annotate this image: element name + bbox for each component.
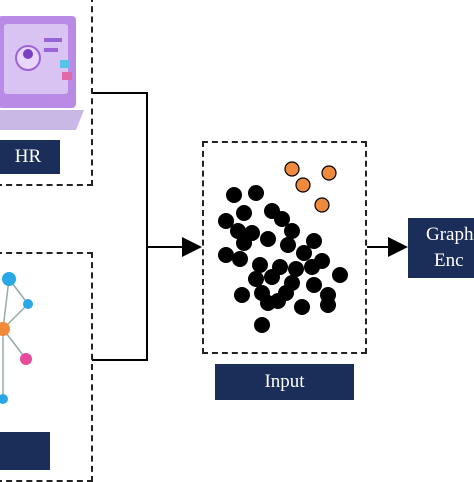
black-dot	[234, 287, 250, 303]
orange-dot	[314, 197, 330, 213]
black-dot	[306, 233, 322, 249]
black-dot	[218, 247, 234, 263]
laptop-illustration	[0, 16, 84, 130]
black-dot	[248, 271, 264, 287]
black-dot	[232, 251, 248, 267]
black-dot	[332, 267, 348, 283]
encoder-label-line1: Graph	[426, 224, 474, 245]
black-dot	[304, 259, 320, 275]
graph-node-orange	[0, 322, 10, 336]
black-dot	[288, 261, 304, 277]
black-dot	[306, 277, 322, 293]
black-dot	[320, 297, 336, 313]
input-panel	[202, 141, 367, 354]
black-dot	[230, 223, 246, 239]
black-dot	[280, 237, 296, 253]
orange-dot	[295, 177, 311, 193]
ehr-panel: HR	[0, 0, 93, 186]
connector-bottom	[92, 247, 148, 361]
text-line-icon	[44, 48, 58, 52]
black-dot	[274, 211, 290, 227]
card-icon	[62, 72, 72, 80]
text-line-icon	[44, 38, 62, 42]
graph-node-blue	[23, 299, 33, 309]
graph-edge	[2, 278, 10, 330]
graph-illustration	[0, 272, 33, 404]
black-dot	[270, 293, 286, 309]
black-dot	[296, 245, 312, 261]
encoder-label: Graph Enc	[408, 218, 474, 278]
ehr-label: HR	[0, 140, 60, 174]
black-dot	[264, 269, 280, 285]
black-dot	[236, 205, 252, 221]
input-label: Input	[215, 364, 354, 400]
black-dot	[284, 223, 300, 239]
input-label-text: Input	[264, 371, 305, 392]
graph-panel	[0, 252, 93, 482]
laptop-base	[0, 110, 84, 130]
black-dot	[236, 235, 252, 251]
black-dot	[252, 257, 268, 273]
orange-dot	[321, 165, 337, 181]
card-icon	[60, 60, 70, 68]
encoder-label-line2: Enc	[434, 250, 464, 271]
ehr-label-text: HR	[14, 146, 42, 167]
connector-top	[92, 92, 148, 247]
black-dot	[260, 231, 276, 247]
graph-node-blue	[2, 272, 16, 286]
input-scatter	[218, 161, 348, 333]
black-dot	[226, 187, 242, 203]
black-dot	[248, 185, 264, 201]
graph-label	[0, 432, 50, 470]
black-dot	[294, 299, 310, 315]
black-dot	[218, 213, 234, 229]
graph-node-pink	[20, 353, 32, 365]
orange-dot	[284, 161, 300, 177]
black-dot	[254, 317, 270, 333]
graph-node-blue	[0, 394, 8, 404]
avatar-head-icon	[23, 49, 33, 59]
